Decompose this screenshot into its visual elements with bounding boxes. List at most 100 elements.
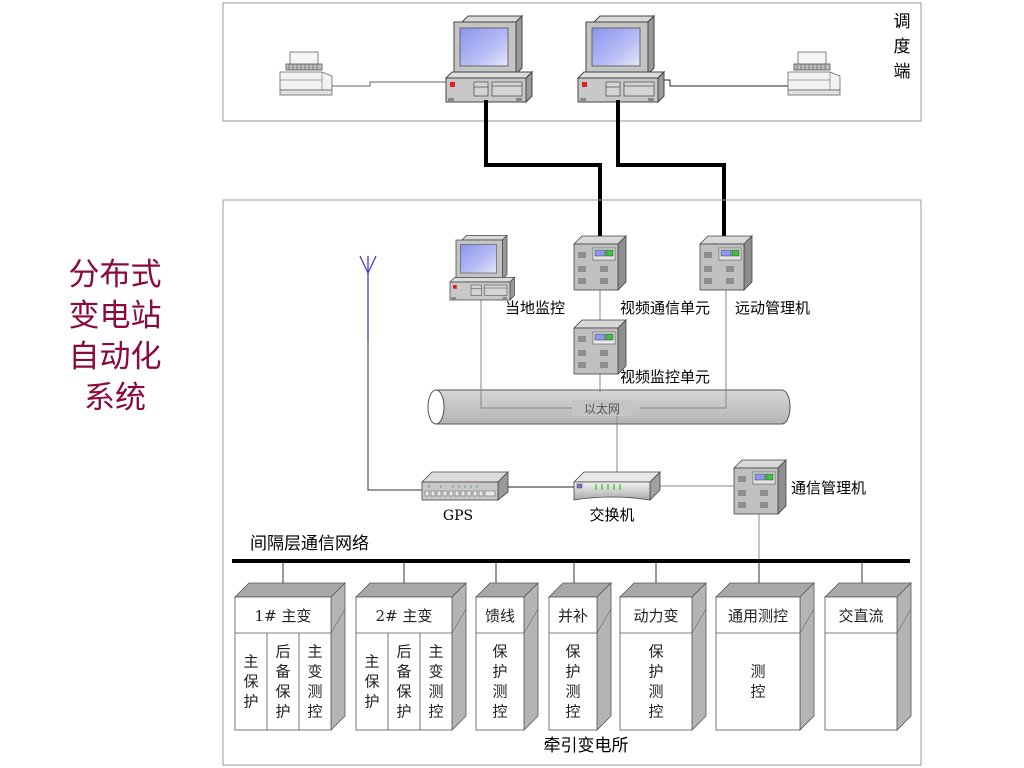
cabinet-front [824, 596, 898, 731]
dispatch-label: 调 度 端 [894, 12, 911, 82]
dispatch-label-char-3: 端 [894, 62, 911, 82]
dispatch-computer-2-icon [577, 15, 665, 103]
system-title-line-2: 变电站 [68, 298, 162, 334]
dispatch-link-2 [616, 100, 726, 238]
cabinet-column-char: 后 [275, 643, 290, 661]
cabinet-column-char: 保 [648, 643, 663, 661]
station-panel [222, 199, 922, 766]
cabinet-column-char: 控 [750, 683, 765, 701]
cabinet-column-char: 测 [492, 683, 507, 701]
cabinet-front [619, 596, 693, 731]
local-monitor-icon [449, 235, 515, 301]
cabinet-title: 馈线 [485, 607, 515, 625]
cabinet-side-face [596, 582, 612, 731]
telecontrol-manager-label: 远动管理机 [735, 299, 810, 317]
cabinet-column-char: 备 [396, 663, 411, 681]
cabinet-column-char: 控 [428, 703, 443, 721]
cabinet-column-char: 保 [492, 643, 507, 661]
local-monitor-label: 当地监控 [505, 299, 565, 317]
cabinet-top-face [715, 582, 815, 598]
cabinet-title: 并补 [558, 607, 588, 625]
cabinet-title: 1# 主变 [255, 607, 312, 625]
ethernet-label: 以太网 [584, 401, 620, 416]
cabinet-column-char: 测 [307, 683, 322, 701]
video-monitor-unit-label: 视频监控单元 [620, 368, 710, 386]
cabinet-column-char: 护 [396, 703, 411, 721]
system-title: 分布式 变电站 自动化 系统 [50, 255, 180, 419]
system-title-line-1: 分布式 [68, 257, 162, 293]
cabinet-column-char: 控 [492, 703, 507, 721]
cabinet-column-char: 护 [648, 663, 663, 681]
cabinet-front [548, 596, 598, 731]
cabinet-side-edge [523, 608, 539, 634]
video-monitor-unit-icon [573, 319, 627, 375]
dispatch-label-char-1: 调 [894, 12, 911, 32]
cabinet-column-char: 主 [428, 643, 443, 661]
cabinet-column-char: 保 [243, 673, 258, 691]
cabinet-column-char: 控 [648, 703, 663, 721]
cabinet-column-char: 控 [565, 703, 580, 721]
video-comm-unit-label: 视频通信单元 [620, 299, 710, 317]
dispatch-link-1 [484, 100, 602, 238]
gps-device-icon [421, 471, 509, 501]
cabinet-side-face [523, 582, 539, 731]
cabinet-front [234, 596, 332, 731]
cabinet-column-char: 测 [648, 683, 663, 701]
cabinet-column-char: 主 [307, 643, 322, 661]
telecontrol-manager-icon [699, 235, 753, 291]
cabinet-top-face [619, 582, 707, 598]
dispatch-label-char-2: 度 [894, 37, 911, 57]
gps-label: GPS [443, 508, 473, 524]
cabinet-column-char: 控 [307, 703, 322, 721]
cabinet-column-char: 护 [275, 703, 290, 721]
cabinet-side-edge [596, 608, 612, 634]
cabinet-side-face [330, 582, 346, 731]
cabinet-side-edge [451, 608, 467, 634]
cabinet-column-char: 后 [396, 643, 411, 661]
local-monitor-link [480, 298, 580, 409]
cabinet-column-char: 保 [364, 673, 379, 691]
cabinet-top-face [355, 582, 467, 598]
cabinet-column-char: 护 [243, 693, 258, 711]
cabinet-column-char: 变 [307, 663, 322, 681]
cabinet-title: 交直流 [838, 607, 883, 625]
cabinet-side-edge [691, 608, 707, 634]
ethernet-label-bg [572, 400, 632, 416]
video-comm-unit-icon [573, 235, 627, 291]
gps-antenna-cable [367, 340, 424, 491]
switch-label: 交换机 [589, 506, 634, 524]
cabinet-column-char: 保 [565, 643, 580, 661]
left-printer-cable [302, 81, 447, 87]
comm-manager-label: 通信管理机 [791, 479, 866, 497]
system-title-line-4: 系统 [84, 380, 146, 416]
cabinet-title: 通用测控 [728, 607, 788, 625]
switch-icon [573, 471, 661, 501]
cabinet-column-char: 变 [428, 663, 443, 681]
substation-label: 牵引变电所 [544, 736, 629, 756]
cabinet-title: 动力变 [633, 607, 678, 625]
cabinet-column-char: 保 [275, 683, 290, 701]
cabinet-side-edge [896, 608, 912, 634]
dispatch-computer-1-icon [445, 15, 533, 103]
cabinet-title: 2# 主变 [376, 607, 433, 625]
cabinet-column-char: 测 [565, 683, 580, 701]
antenna-icon [359, 255, 377, 340]
comm-manager-icon [733, 459, 787, 515]
cabinet-side-face [451, 582, 467, 731]
cabinet-side-edge [799, 608, 815, 634]
cabinet-top-face [234, 582, 346, 598]
cabinet-side-edge [330, 608, 346, 634]
cabinet-side-face [896, 582, 912, 731]
system-title-line-3: 自动化 [68, 339, 162, 375]
cabinet: 交直流 [824, 562, 912, 731]
cabinet-column-char: 主 [243, 653, 258, 671]
cabinet-side-face [799, 582, 815, 731]
cabinet-column-char: 测 [428, 683, 443, 701]
cabinet-column-char: 备 [275, 663, 290, 681]
